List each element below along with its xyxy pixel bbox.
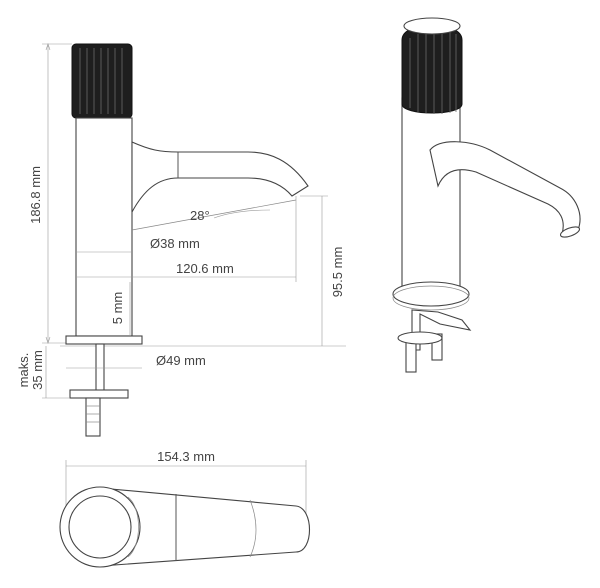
mounting-washer	[69, 389, 129, 399]
label-max-line2: 35 mm	[30, 350, 45, 390]
persp-body	[401, 97, 461, 298]
top-view: 154.3 mm	[59, 449, 310, 568]
label-reach: 120.6 mm	[176, 261, 234, 276]
label-diameter-body: Ø38 mm	[150, 236, 200, 251]
persp-base	[392, 281, 470, 307]
mounting-nut	[85, 397, 101, 437]
side-view: 186.8 mm 28° Ø38 mm 120.6 mm 95.5 mm 5 m…	[16, 43, 346, 437]
base-plate	[65, 335, 143, 345]
perspective-view	[392, 17, 581, 373]
spout	[131, 141, 309, 213]
label-angle: 28°	[190, 208, 210, 223]
handle-ribs	[79, 48, 123, 114]
top-handle-circle	[68, 495, 132, 559]
label-diameter-base: Ø49 mm	[156, 353, 206, 368]
faucet-body	[75, 117, 133, 337]
label-length-top: 154.3 mm	[157, 449, 215, 464]
top-spout-outline	[99, 487, 310, 567]
label-gap: 5 mm	[110, 292, 125, 325]
label-spout-height: 95.5 mm	[330, 247, 345, 298]
persp-handle	[401, 24, 463, 114]
label-height: 186.8 mm	[28, 166, 43, 224]
label-max-line1: maks.	[16, 353, 31, 388]
persp-handle-ribs	[409, 31, 457, 114]
handle-knob	[71, 43, 133, 119]
